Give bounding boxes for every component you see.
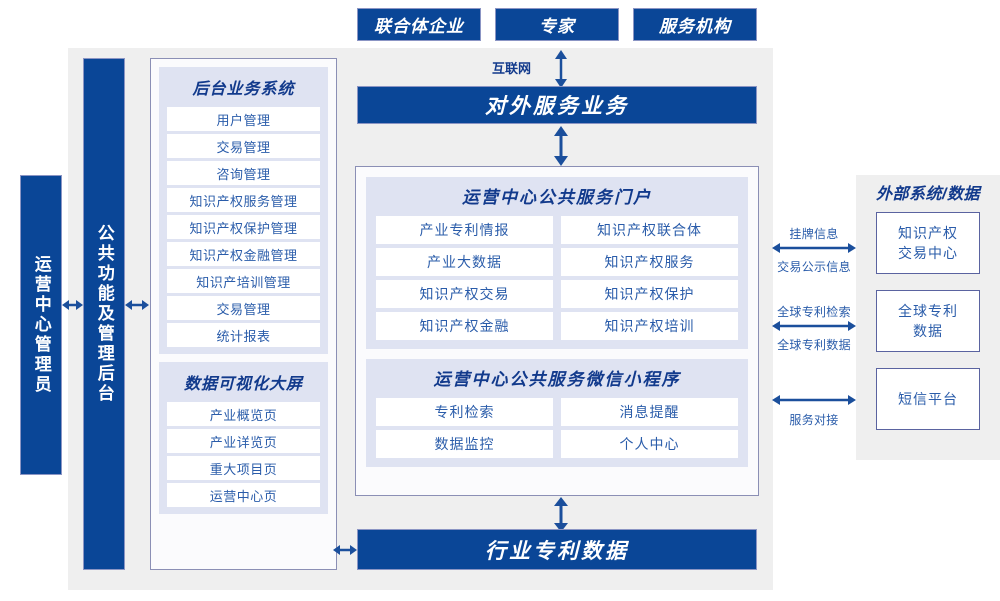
- portal-title: 运营中心公共服务门户: [462, 188, 652, 207]
- portal-item[interactable]: 知识产权服务: [561, 248, 738, 276]
- arrow-label-global-patent-data: 全球专利数据: [777, 338, 851, 352]
- arrow-label-service-docking: 服务对接: [789, 413, 839, 427]
- backend-item[interactable]: 知识产权保护管理: [167, 215, 320, 239]
- column-operation-center-admin[interactable]: 运营中心管理员: [20, 175, 62, 475]
- miniprogram-item[interactable]: 数据监控: [376, 430, 553, 458]
- visualization-item[interactable]: 运营中心页: [167, 483, 320, 507]
- portal-item[interactable]: 产业大数据: [376, 248, 553, 276]
- external-systems-title: 外部系统/数据: [876, 186, 980, 203]
- backend-group-title: 后台业务系统: [192, 81, 295, 98]
- miniprogram-item[interactable]: 专利检索: [376, 398, 553, 426]
- arrow-service-to-portal-icon: [551, 126, 571, 166]
- portal-item[interactable]: 知识产权联合体: [561, 216, 738, 244]
- external-box-line1: 短信平台: [898, 390, 958, 407]
- portal-item[interactable]: 产业专利情报: [376, 216, 553, 244]
- miniprogram-grid: 专利检索 消息提醒 数据监控 个人中心: [376, 398, 738, 458]
- visualization-item[interactable]: 产业详览页: [167, 429, 320, 453]
- arrow-to-global-patent-data-icon: [772, 318, 856, 334]
- external-box-line2: 交易中心: [898, 245, 958, 261]
- backend-item[interactable]: 知识产权服务管理: [167, 188, 320, 212]
- external-service-banner[interactable]: 对外服务业务: [357, 86, 757, 124]
- external-box-line2: 数据: [913, 323, 943, 339]
- arrow-backend-to-systems-icon: [125, 296, 149, 314]
- external-box-line1: 全球专利: [898, 302, 958, 319]
- backend-item[interactable]: 知识产培训管理: [167, 269, 320, 293]
- portal-grid: 产业专利情报 知识产权联合体 产业大数据 知识产权服务 知识产权交易 知识产权保…: [376, 216, 738, 340]
- backend-item[interactable]: 用户管理: [167, 107, 320, 131]
- arrow-label-global-patent-search: 全球专利检索: [777, 305, 851, 319]
- column-public-function-backend[interactable]: 公共功能及管理后台: [83, 58, 125, 570]
- arrow-to-sms-platform-icon: [772, 392, 856, 408]
- backend-item[interactable]: 交易管理: [167, 134, 320, 158]
- actor-box-expert[interactable]: 专家: [495, 8, 619, 41]
- backend-item[interactable]: 统计报表: [167, 323, 320, 347]
- backend-business-group: 后台业务系统 用户管理 交易管理 咨询管理 知识产权服务管理 知识产权保护管理 …: [159, 67, 328, 354]
- portal-item[interactable]: 知识产权金融: [376, 312, 553, 340]
- portal-item[interactable]: 知识产权交易: [376, 280, 553, 308]
- internet-label: 互联网: [492, 61, 532, 76]
- external-box-ip-trading-center[interactable]: 知识产权 交易中心: [876, 212, 980, 274]
- arrow-to-ip-trading-center-icon: [772, 240, 856, 256]
- public-service-portal-group: 运营中心公共服务门户 产业专利情报 知识产权联合体 产业大数据 知识产权服务 知…: [366, 177, 748, 349]
- miniprogram-item[interactable]: 个人中心: [561, 430, 738, 458]
- backend-item[interactable]: 咨询管理: [167, 161, 320, 185]
- internet-arrow-icon: [551, 50, 571, 88]
- actor-box-service-org[interactable]: 服务机构: [633, 8, 757, 41]
- arrow-backend-to-data-icon: [333, 541, 357, 559]
- backend-item[interactable]: 知识产权金融管理: [167, 242, 320, 266]
- arrow-label-listing-info: 挂牌信息: [789, 227, 839, 241]
- industry-patent-data-banner[interactable]: 行业专利数据: [357, 529, 757, 570]
- visualization-group-title: 数据可视化大屏: [183, 376, 303, 393]
- miniprogram-item[interactable]: 消息提醒: [561, 398, 738, 426]
- external-box-sms-platform[interactable]: 短信平台: [876, 368, 980, 430]
- arrow-portal-to-data-icon: [551, 497, 571, 532]
- external-box-global-patent-data[interactable]: 全球专利 数据: [876, 290, 980, 352]
- external-box-line1: 知识产权: [898, 224, 958, 241]
- portal-card: 运营中心公共服务门户 产业专利情报 知识产权联合体 产业大数据 知识产权服务 知…: [355, 166, 759, 496]
- visualization-item[interactable]: 产业概览页: [167, 402, 320, 426]
- backend-item[interactable]: 交易管理: [167, 296, 320, 320]
- portal-item[interactable]: 知识产权培训: [561, 312, 738, 340]
- portal-item[interactable]: 知识产权保护: [561, 280, 738, 308]
- miniprogram-group: 运营中心公共服务微信小程序 专利检索 消息提醒 数据监控 个人中心: [366, 359, 748, 467]
- miniprogram-title: 运营中心公共服务微信小程序: [433, 370, 681, 389]
- visualization-item[interactable]: 重大项目页: [167, 456, 320, 480]
- arrow-admin-to-backend-icon: [62, 296, 83, 314]
- actor-box-consortium[interactable]: 联合体企业: [357, 8, 481, 41]
- backend-systems-card: 后台业务系统 用户管理 交易管理 咨询管理 知识产权服务管理 知识产权保护管理 …: [150, 58, 337, 570]
- data-visualization-group: 数据可视化大屏 产业概览页 产业详览页 重大项目页 运营中心页: [159, 362, 328, 514]
- arrow-label-trading-public-info: 交易公示信息: [777, 260, 851, 274]
